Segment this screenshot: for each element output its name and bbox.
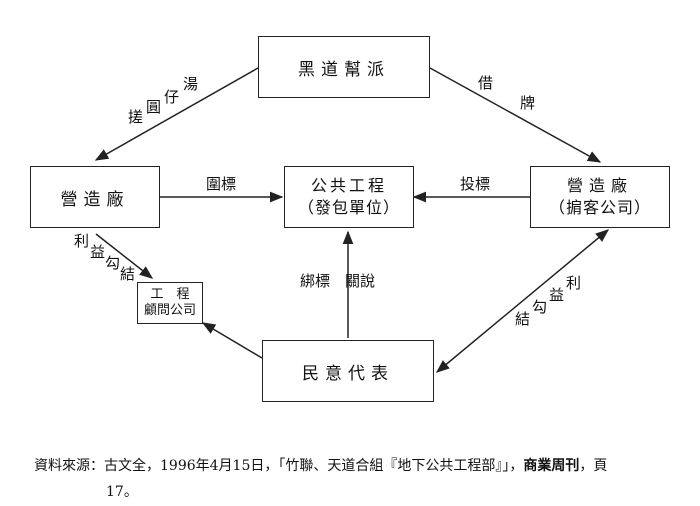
node-public-works: 公共工程 （發包單位）	[284, 166, 414, 228]
label-rep-right-char-1: 結	[515, 310, 531, 328]
label-rep-right-char-3: 益	[549, 286, 565, 304]
arrow-gang-to-left-contractor	[94, 67, 259, 161]
caption-suffix: ，頁	[579, 458, 608, 474]
label-gang-left-char-1: 搓	[128, 108, 144, 126]
arrow-rep-right-contractor	[435, 229, 610, 373]
label-right-to-public: 投標	[460, 175, 491, 193]
node-contractor-right-line2: （掮客公司）	[548, 198, 651, 217]
node-consultant: 工 程 顧問公司	[137, 282, 203, 324]
node-gang: 黑道幫派	[258, 36, 430, 98]
node-public-works-line1: 公共工程	[310, 176, 387, 195]
node-gang-label: 黑道幫派	[298, 59, 390, 80]
node-public-works-line2: （發包單位）	[297, 198, 400, 217]
caption-prefix: 資料來源：古文全，1996年4月15日，「竹聯、天道合組『地下公共工程部』」，	[34, 458, 524, 474]
label-left-consultant-char-2: 益	[90, 243, 106, 261]
label-rep-right-char-4: 利	[566, 274, 582, 292]
label-left-consultant-char-4: 結	[120, 265, 136, 283]
label-gang-right-char-1: 借	[478, 74, 494, 92]
arrow-left-to-consultant	[95, 233, 154, 279]
label-rep-to-public: 綁標 關說	[300, 272, 376, 290]
label-left-consultant-char-3: 勾	[105, 254, 121, 272]
node-contractor-left-label: 營造廠	[60, 189, 130, 210]
label-left-consultant-char-1: 利	[74, 232, 90, 250]
node-consultant-line2: 顧問公司	[143, 303, 196, 318]
node-contractor-left: 營造廠	[30, 166, 160, 228]
node-representative-label: 民意代表	[302, 363, 394, 384]
label-rep-right-char-2: 勾	[532, 298, 548, 316]
caption-page: 17。	[106, 484, 138, 500]
label-gang-left-char-2: 圓	[146, 98, 162, 116]
label-left-to-public: 圍標	[206, 175, 237, 193]
node-contractor-right: 營造廠 （掮客公司）	[530, 166, 670, 228]
arrow-rep-to-consultant	[201, 322, 263, 359]
node-contractor-right-line1: 營造廠	[566, 176, 633, 195]
node-consultant-line1: 工 程	[150, 287, 190, 302]
node-representative: 民意代表	[262, 340, 434, 402]
arrow-gang-to-right-contractor	[429, 67, 602, 163]
label-gang-right-char-2: 牌	[520, 94, 536, 112]
label-gang-left-char-3: 仔	[164, 88, 180, 106]
label-gang-left-char-4: 湯	[183, 75, 199, 93]
caption-source-name: 商業周刊	[523, 458, 580, 474]
source-caption: 資料來源：古文全，1996年4月15日，「竹聯、天道合組『地下公共工程部』」，商…	[34, 453, 674, 505]
